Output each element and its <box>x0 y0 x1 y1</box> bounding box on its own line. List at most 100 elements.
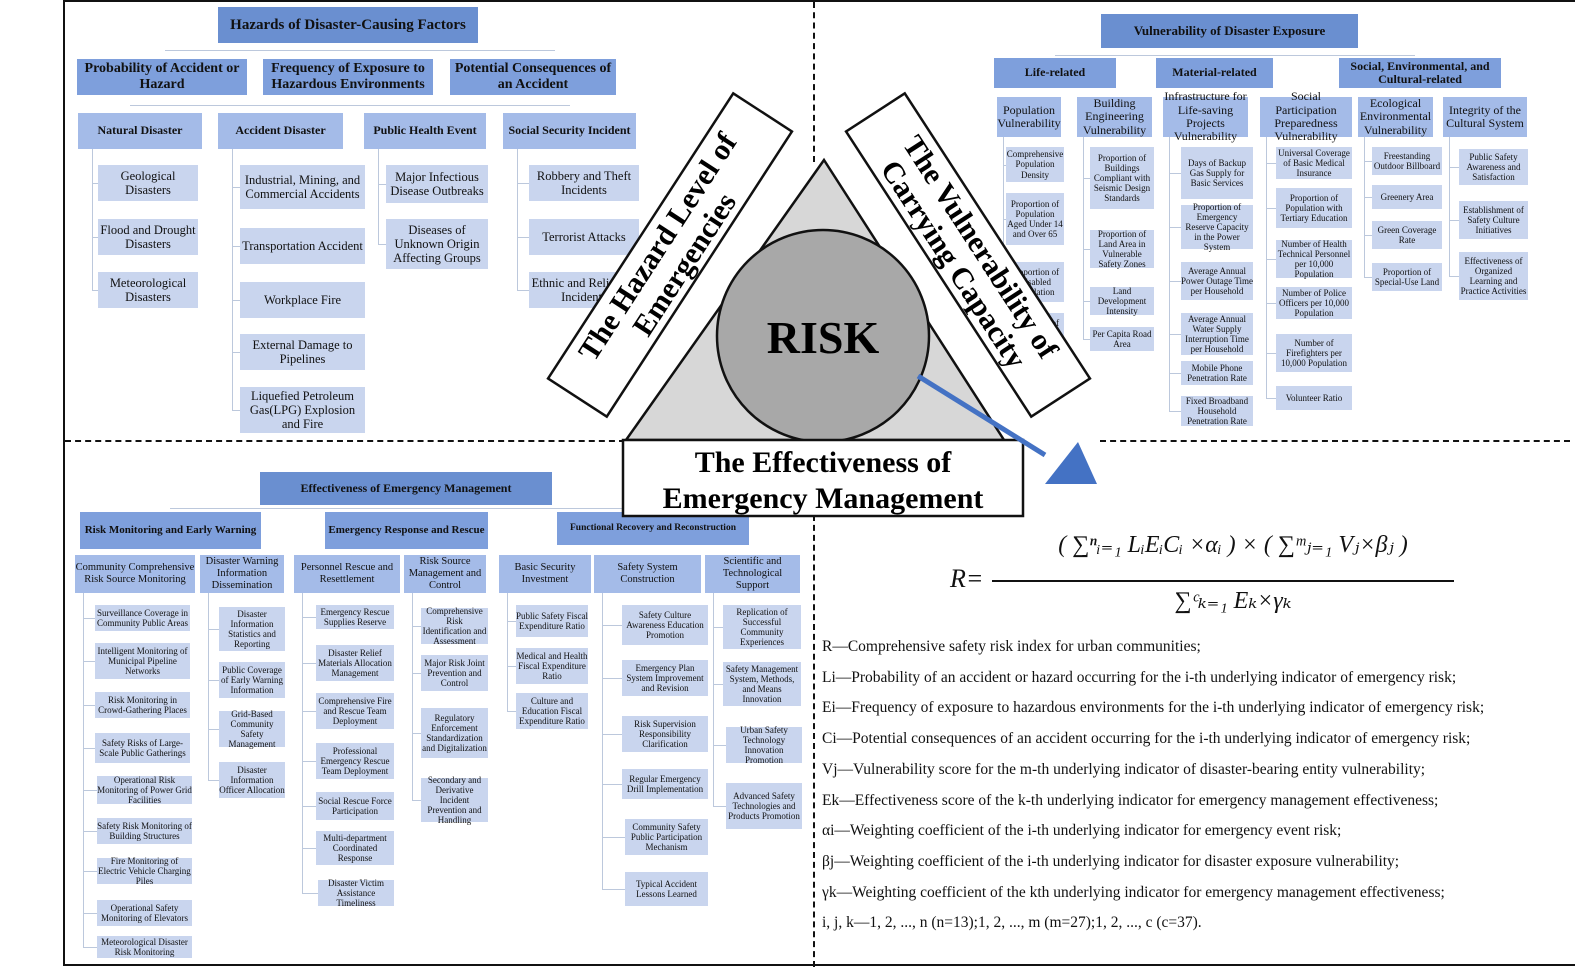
connector-line <box>1449 167 1459 168</box>
connector-line <box>83 790 97 791</box>
vulnerability-item: Number of Health Technical Personnel per… <box>1276 238 1352 280</box>
effectiveness-group: Emergency Response and Rescue <box>325 512 488 549</box>
vulnerability-item: Number of Firefighters per 10,000 Popula… <box>1276 334 1352 372</box>
effectiveness-group: Risk Monitoring and Early Warning <box>80 512 261 549</box>
vulnerability-category: Social Participation Preparedness Vulner… <box>1260 89 1352 143</box>
formula-fraction-bar <box>992 580 1454 582</box>
effectiveness-category: Disaster Warning Information Disseminati… <box>200 555 284 593</box>
connector-line <box>1003 137 1004 333</box>
connector-line <box>1266 353 1276 354</box>
connector-line <box>1364 161 1372 162</box>
effectiveness-category: Scientific and Technological Support <box>705 555 800 593</box>
vulnerability-item: Establishment of Safety Culture Initiati… <box>1459 201 1528 239</box>
effectiveness-item: Disaster Information Statistics and Repo… <box>219 607 285 651</box>
effectiveness-band <box>621 438 1025 518</box>
connector-line <box>1083 339 1090 340</box>
effectiveness-item: Grid-Based Community Safety Management <box>219 709 285 749</box>
effectiveness-category: Basic Security Investment <box>499 555 591 593</box>
legend-line: βj—Weighting coefficient of the i-th und… <box>822 852 1400 870</box>
connector-line <box>378 244 386 245</box>
connector-line <box>517 183 529 184</box>
connector-line <box>507 666 516 667</box>
effectiveness-item: Urban Safety Technology Innovation Promo… <box>726 725 802 765</box>
connector-line <box>1266 259 1276 260</box>
vulnerability-category: Building Engineering Vulnerability <box>1077 96 1152 137</box>
connector-line <box>507 621 516 622</box>
vulnerability-item: Fixed Broadband Household Penetration Ra… <box>1181 396 1253 426</box>
connector-line <box>208 593 209 780</box>
effectiveness-category: Safety System Construction <box>594 555 701 593</box>
effectiveness-item: Disaster Relief Materials Allocation Man… <box>316 645 394 681</box>
connector-line <box>1266 137 1267 398</box>
vulnerability-item: Proportion of Emergency Reserve Capacity… <box>1181 202 1253 252</box>
hazard-factor: Potential Consequences of an Accident <box>450 59 616 95</box>
connector-line <box>507 593 508 711</box>
connector-line <box>1169 137 1170 411</box>
legend-line: Li—Probability of an accident or hazard … <box>822 668 1457 686</box>
effectiveness-item: Culture and Education Fiscal Expenditure… <box>516 693 588 729</box>
connector-line <box>1364 235 1372 236</box>
effectiveness-group: Functional Recovery and Reconstruction <box>557 512 749 545</box>
vulnerability-item: Number of Police Officers per 10,000 Pop… <box>1276 287 1352 319</box>
connector-line <box>83 831 97 832</box>
effectiveness-item: Meteorological Disaster Risk Monitoring <box>97 936 192 958</box>
connector-line <box>1364 137 1365 277</box>
vulnerability-item: Proportion of Land Area in Vulnerable Sa… <box>1090 229 1154 269</box>
connector-line <box>1449 276 1459 277</box>
effectiveness-item: Safety Risks of Large-Scale Public Gathe… <box>95 733 190 763</box>
effectiveness-item: Safety Culture Awareness Education Promo… <box>622 605 708 645</box>
effectiveness-item: Multi-department Coordinated Response <box>316 831 394 865</box>
arrow-head-icon <box>1045 442 1097 484</box>
hazard-category: Social Security Incident <box>503 113 636 149</box>
connector-line <box>83 913 97 914</box>
connector-line <box>302 806 316 807</box>
legend-line: Ci—Potential consequences of an accident… <box>822 730 1471 748</box>
effectiveness-item: Major Risk Joint Prevention and Control <box>421 655 488 691</box>
connector-line <box>83 661 95 662</box>
legend-line: Ei—Frequency of exposure to hazardous en… <box>822 699 1485 717</box>
legend-line: αi—Weighting coefficient of the i-th und… <box>822 822 1342 840</box>
connector-line <box>92 290 98 291</box>
connector-line <box>517 149 518 290</box>
connector-line <box>1083 178 1090 179</box>
hazard-item: Diseases of Unknown Origin Affecting Gro… <box>386 219 488 269</box>
vulnerability-item: Mobile Phone Penetration Rate <box>1181 361 1253 385</box>
quadrant-divider-vertical-bottom <box>813 515 815 967</box>
connector-line <box>302 617 316 618</box>
quadrant-divider-horizontal-left <box>65 440 625 442</box>
legend-line: i, j, k—1, 2, ..., n (n=13);1, 2, ..., m… <box>822 914 1202 932</box>
connector-line <box>517 290 529 291</box>
effectiveness-item: Risk Monitoring in Crowd-Gathering Place… <box>95 692 190 718</box>
effectiveness-item: Community Safety Public Participation Me… <box>625 819 708 855</box>
vulnerability-group: Life-related <box>994 58 1116 88</box>
connector-line <box>232 410 240 411</box>
hazard-factor: Frequency of Exposure to Hazardous Envir… <box>263 59 433 95</box>
effectiveness-item: Safety Risk Monitoring of Building Struc… <box>97 818 192 844</box>
effectiveness-item: Advanced Safety Technologies and Product… <box>726 783 802 829</box>
vulnerability-category: Integrity of the Cultural System <box>1443 97 1527 137</box>
vulnerability-group: Social, Environmental, and Cultural-rela… <box>1339 58 1501 88</box>
effectiveness-item: Operational Safety Monitoring of Elevato… <box>97 900 192 926</box>
effectiveness-category: Personnel Rescue and Resettlement <box>294 555 400 593</box>
connector-line <box>1169 281 1181 282</box>
vulnerability-item: Days of Backup Gas Supply for Basic Serv… <box>1181 147 1253 199</box>
hazard-item: Terrorist Attacks <box>529 219 639 255</box>
hazard-category: Natural Disaster <box>78 113 202 149</box>
connector-line <box>1003 164 1006 166</box>
connector-line <box>1266 163 1276 164</box>
connector-line <box>1169 334 1181 335</box>
hazard-item: Transportation Accident <box>240 228 365 264</box>
connector-line <box>713 593 714 806</box>
connector-line <box>302 663 316 664</box>
hazard-item: Meteorological Disasters <box>98 272 198 308</box>
hazard-item: Liquefied Petroleum Gas(LPG) Explosion a… <box>240 387 365 433</box>
connector-line <box>1449 220 1459 221</box>
connector-line <box>302 711 316 712</box>
hazard-factor: Probability of Accident or Hazard <box>77 59 247 95</box>
effectiveness-item: Disaster Information Officer Allocation <box>219 762 285 798</box>
risk-label: RISK <box>767 312 880 363</box>
connector-line <box>1266 303 1276 304</box>
connector-line <box>232 300 240 301</box>
connector-line <box>83 618 95 619</box>
vulnerability-item: Proportion of Special-Use Land <box>1372 263 1442 291</box>
